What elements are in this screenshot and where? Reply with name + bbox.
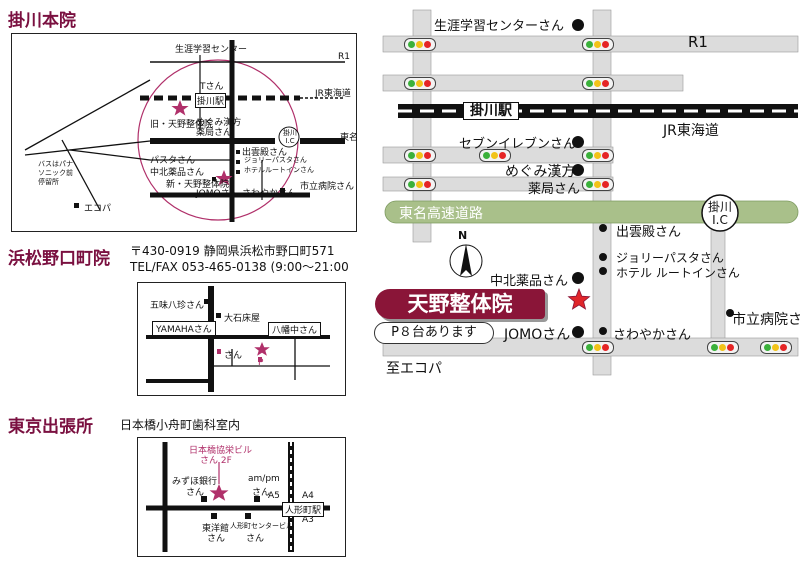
poi-dot	[599, 327, 607, 335]
hamamatsu-tel: TEL/FAX 053-465-0138 (9:00～21:00	[130, 260, 349, 274]
m3-center: 人形町センタービル	[230, 522, 293, 530]
m2-yawata: 八幡中さん	[268, 322, 322, 337]
main-hotel: ホテル ルートインさん	[616, 266, 740, 280]
m1-hospital: 市立病院さん	[300, 182, 355, 192]
m1-ic: 掛川 I.C	[283, 129, 297, 145]
main-megumi: めぐみ漢方	[505, 164, 576, 180]
poi-dot	[572, 19, 584, 31]
traffic-light-icon	[404, 149, 436, 162]
m2-yamaha: YAMAHAさん	[152, 321, 216, 336]
m3-a3: A3	[302, 515, 314, 525]
m1-ecopa: エコパ	[84, 204, 112, 214]
m1-nakakita: 中北薬品さん	[150, 168, 205, 178]
m1-t: Tさん	[200, 82, 224, 92]
m1-jr: JR東海道	[315, 89, 351, 99]
m1-megumi: めぐみ漢方	[196, 118, 242, 128]
main-north: N	[458, 229, 468, 242]
traffic-light-icon	[582, 149, 614, 162]
traffic-light-icon	[582, 38, 614, 51]
hamamatsu-address: 〒430-0919 静岡県浜松市野口町571	[130, 244, 335, 258]
hamamatsu-title: 浜松野口町院	[8, 249, 110, 269]
kakegawa-map	[11, 33, 357, 232]
tokyo-map	[137, 437, 346, 557]
traffic-light-icon	[582, 341, 614, 354]
main-joli: ジョリーパスタさん	[616, 251, 724, 265]
main-station: 掛川駅	[463, 102, 519, 120]
poi-dot	[599, 224, 607, 232]
m2-oishi: 大石床屋	[224, 314, 261, 324]
main-seven: セブンイレブンさん	[459, 137, 577, 152]
main-nakakita: 中北薬品さん	[490, 274, 569, 289]
main-ecopa: 至エコパ	[386, 361, 442, 377]
poi-dot	[572, 326, 584, 338]
main-sawayaka: さわやかさん	[613, 328, 692, 343]
main-jomo: JOMOさん	[504, 327, 571, 343]
parking-info: P８台あります	[374, 322, 494, 344]
m3-ampm: am/pm	[248, 474, 280, 484]
m3-ningyocho: 人形町駅	[282, 502, 325, 517]
m3-toyo: 東洋館	[202, 524, 230, 534]
tokyo-address: 日本橋小舟町歯科室内	[120, 418, 241, 432]
m1-shogai: 生涯学習センター	[175, 45, 248, 55]
m1-yakkyoku: 薬局さん	[196, 128, 233, 138]
main-jr: JR東海道	[663, 123, 719, 139]
main-hospital: 市立病院さ	[732, 312, 800, 328]
m3-center2: さん	[246, 534, 265, 544]
main-yakkyoku: 薬局さん	[528, 182, 581, 197]
poi-dot	[599, 267, 607, 275]
m3-mizuho2: さん	[186, 488, 205, 498]
m1-new: 新・天野整体院	[166, 180, 230, 190]
main-ic2: I.C	[712, 213, 728, 227]
poi-dot	[572, 164, 584, 176]
tokyo-title: 東京出張所	[8, 417, 93, 437]
m2-oishi2: さん	[224, 351, 243, 361]
clinic-banner: 天野整体院	[375, 289, 545, 319]
traffic-light-icon	[404, 38, 436, 51]
poi-dot	[572, 272, 584, 284]
m2-p: P	[258, 358, 264, 368]
m1-old: 旧・天野整体院	[150, 120, 214, 130]
m3-floor: さん 2F	[200, 456, 232, 466]
traffic-light-icon	[404, 178, 436, 191]
poi-dot	[726, 309, 734, 317]
kakegawa-title: 掛川本院	[8, 11, 76, 31]
m1-hotel: ホテルルートインさん	[244, 166, 314, 174]
m1-jomo: JOMOさん	[196, 189, 239, 199]
traffic-light-icon	[582, 77, 614, 90]
m2-gomi: 五味八珍さん	[150, 301, 205, 311]
m1-sawayaka: さわやかさん	[242, 189, 297, 199]
hamamatsu-map	[137, 282, 346, 396]
main-izumo: 出雲殿さん	[616, 225, 682, 240]
main-shogai: 生涯学習センターさん	[434, 19, 565, 34]
m3-a5: A5	[268, 491, 280, 501]
m1-pasta: パスタさん	[150, 156, 196, 166]
m1-bus: バスはパナソニック前停留所	[38, 160, 73, 186]
traffic-light-icon	[479, 149, 511, 162]
m3-a4: A4	[302, 491, 314, 501]
m3-building: 日本橋協栄ビル	[189, 446, 253, 456]
main-r1: R1	[688, 33, 708, 51]
m1-joli: ジョリーパスタさん	[244, 156, 307, 164]
m1-izumo: 出雲殿さん	[242, 148, 288, 158]
poi-dot	[572, 136, 584, 148]
main-ic: 掛川	[707, 200, 732, 214]
main-tomei: 東名高速道路	[399, 206, 483, 222]
m1-r1: R1	[338, 52, 350, 62]
m1-tomei: 東名	[340, 133, 359, 143]
m3-toyo2: さん	[207, 534, 226, 544]
traffic-light-icon	[404, 77, 436, 90]
traffic-light-icon	[707, 341, 739, 354]
m3-mizuho: みずほ銀行	[172, 477, 218, 487]
m3-ampm2: さん	[252, 488, 271, 498]
traffic-light-icon	[582, 178, 614, 191]
m1-station: 掛川駅	[195, 93, 227, 108]
traffic-light-icon	[760, 341, 792, 354]
poi-dot	[599, 253, 607, 261]
